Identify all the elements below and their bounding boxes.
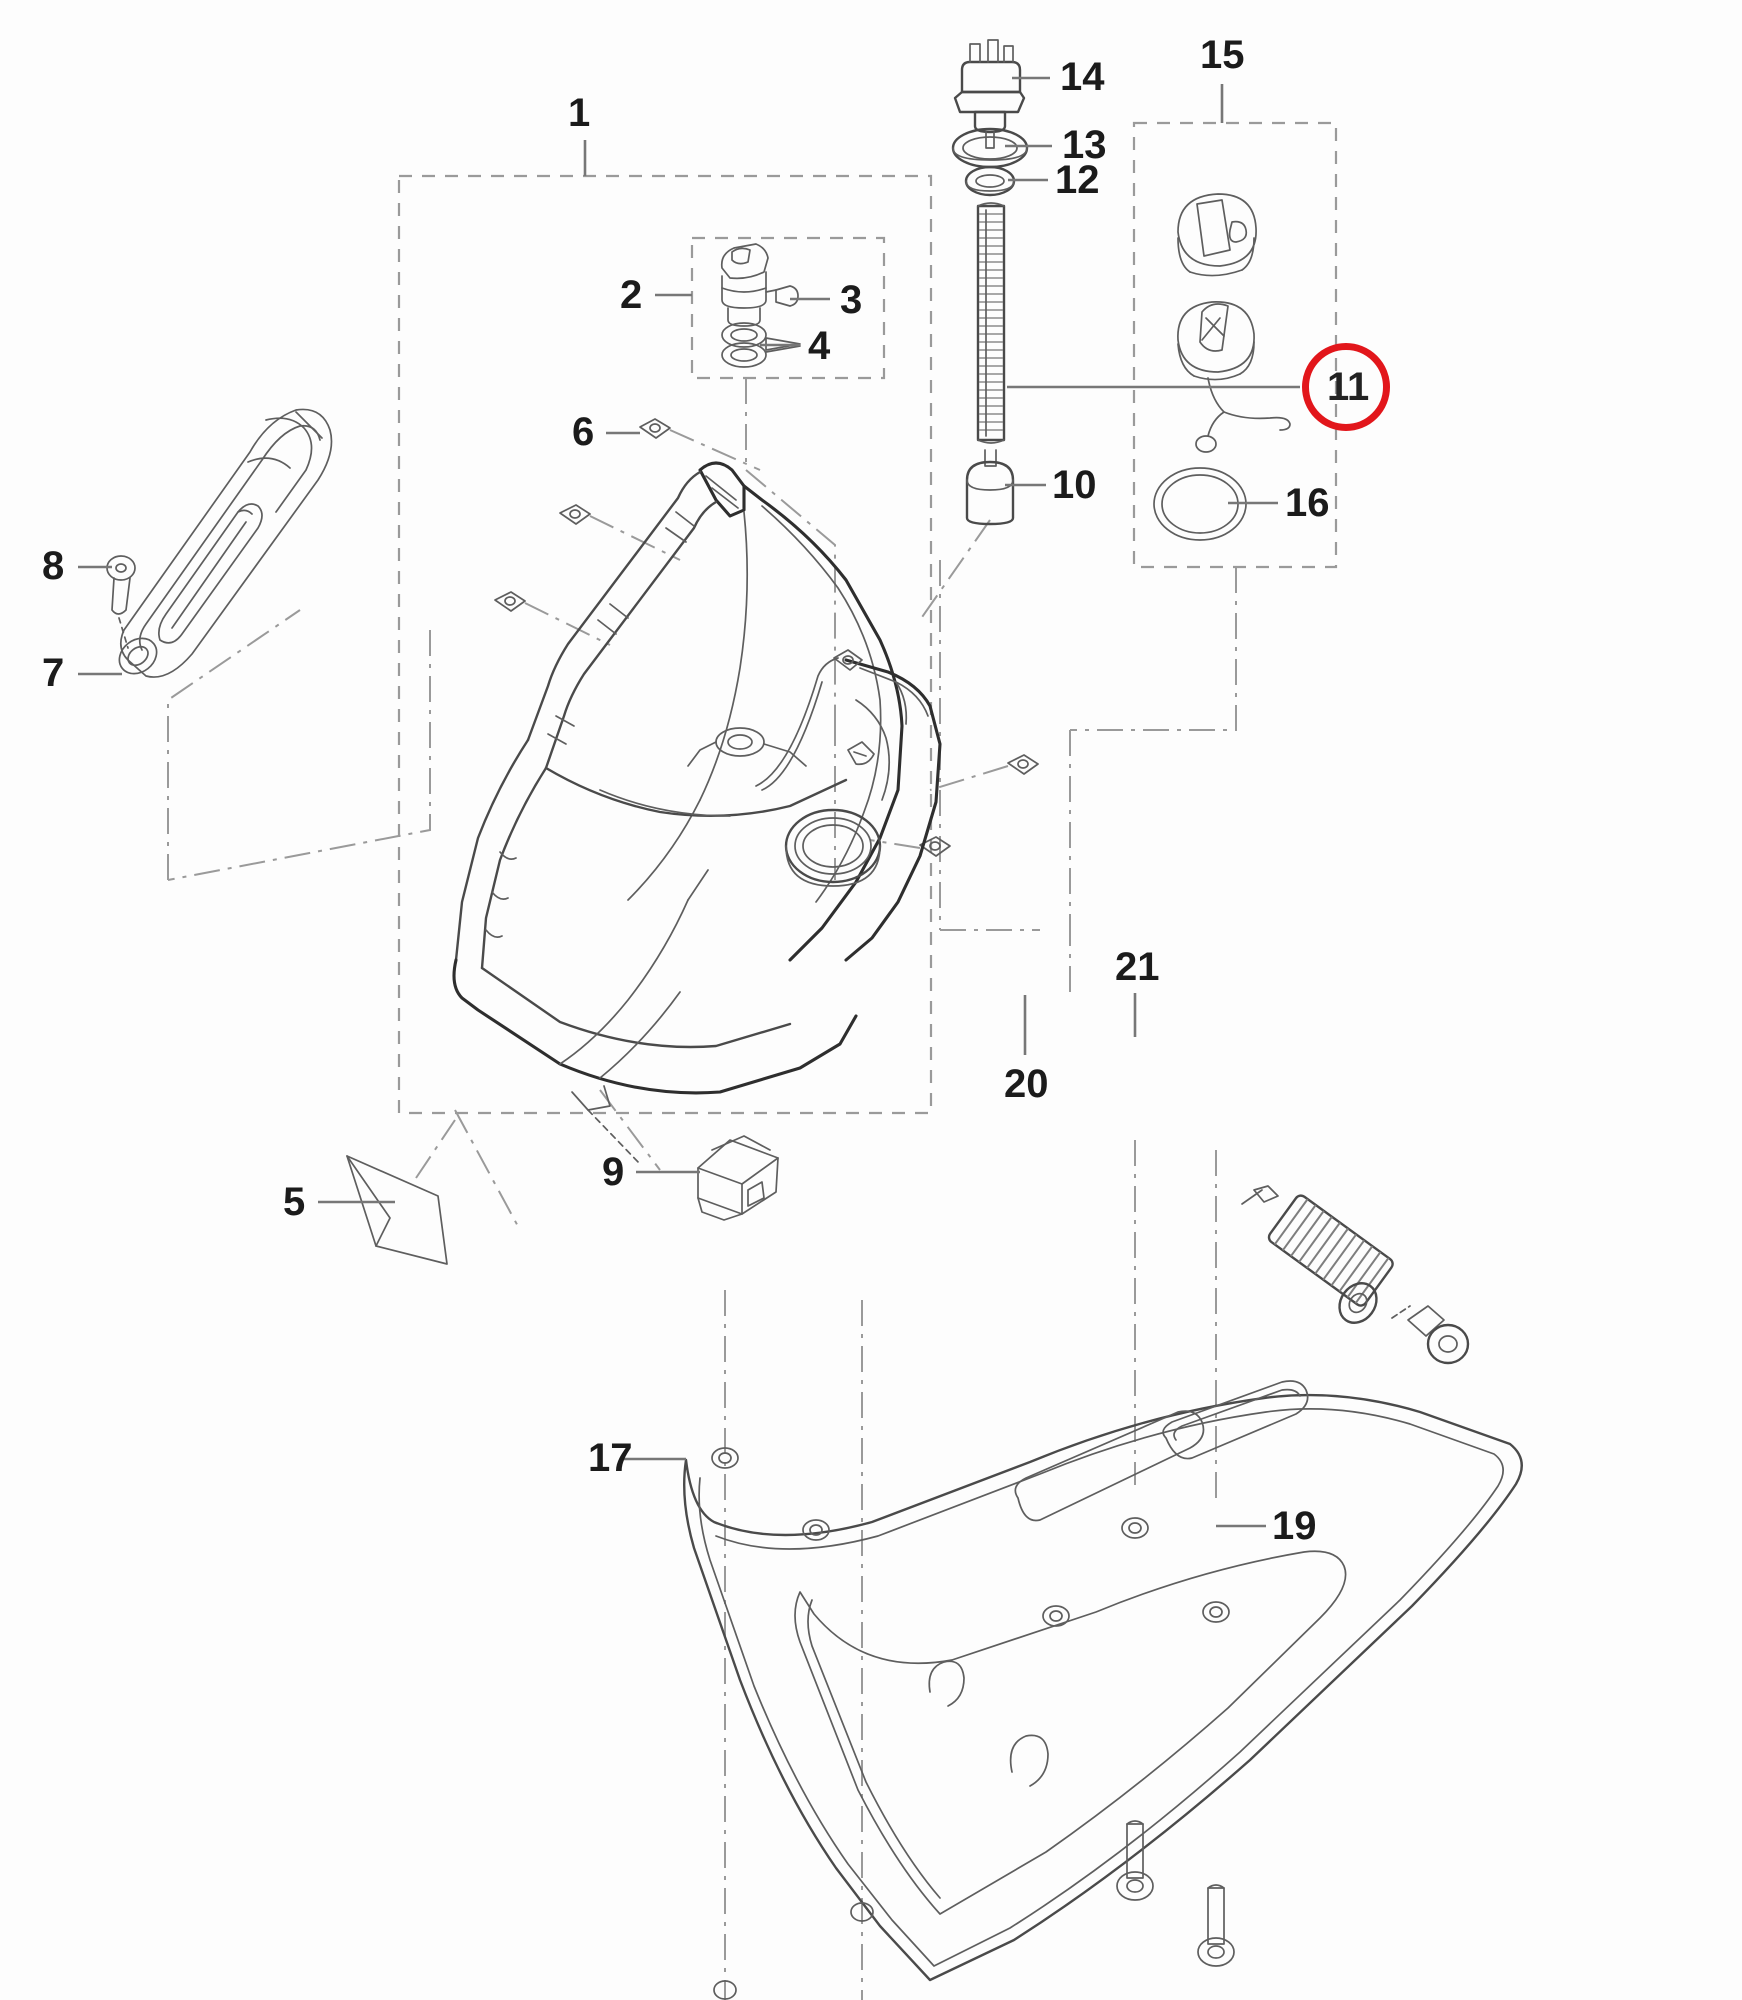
leader-lines (78, 76, 1300, 1528)
part-4-o-rings (721, 322, 801, 368)
part-3-retaining-pin (765, 285, 799, 307)
projection-centerlines (167, 378, 1237, 2000)
part-21-mounting-screw (1391, 1305, 1470, 1365)
callout-label-3: 3 (840, 278, 863, 322)
callout-label-6: 6 (572, 410, 595, 454)
highlight-ring-part-11 (1302, 343, 1390, 431)
part-7-rear-handle (118, 408, 333, 678)
part-5-decal (346, 1119, 456, 1265)
callout-label-14: 14 (1060, 55, 1105, 99)
callout-label-21: 21 (1115, 945, 1160, 989)
callout-label-4: 4 (808, 324, 831, 368)
part-6-grommets (494, 418, 1039, 857)
part-2-oil-cap-assembly (720, 243, 801, 368)
part-1-fuel-tank-housing (452, 461, 942, 1165)
part-20-spring-bushing (1241, 1185, 1394, 1324)
part-15-fuel-cap-assembly (1153, 193, 1291, 541)
callout-label-16: 16 (1285, 481, 1330, 525)
callout-label-13: 13 (1062, 123, 1107, 167)
group-box-2 (690, 236, 886, 380)
callout-label-10: 10 (1052, 463, 1097, 507)
callout-label-1: 1 (568, 91, 591, 135)
callout-label-17: 17 (588, 1436, 633, 1480)
part-12-small-washer (964, 165, 1016, 197)
callout-label-12: 12 (1055, 158, 1100, 202)
part-11-fuel-hose (976, 202, 1006, 444)
plate-screw-left (1116, 1820, 1154, 1901)
callout-label-20: 20 (1004, 1062, 1049, 1106)
plate-screw-right (1197, 1884, 1235, 1967)
part-10-fuel-filter (965, 449, 1015, 526)
part-9-buffer-block (697, 1135, 779, 1221)
part-19-plate-screws (1116, 1820, 1235, 1967)
group-box-1 (397, 174, 933, 1115)
part-17-bottom-guard-plate (683, 1380, 1523, 2000)
callout-label-19: 19 (1272, 1504, 1317, 1548)
part-14-vent-valve (953, 39, 1026, 149)
callout-label-7: 7 (42, 651, 65, 695)
callout-label-15: 15 (1200, 33, 1245, 77)
callout-label-5: 5 (283, 1180, 306, 1224)
callout-label-8: 8 (42, 544, 65, 588)
part-8-handle-screw (106, 555, 136, 649)
callout-label-2: 2 (620, 273, 643, 317)
callout-label-9: 9 (602, 1150, 625, 1194)
